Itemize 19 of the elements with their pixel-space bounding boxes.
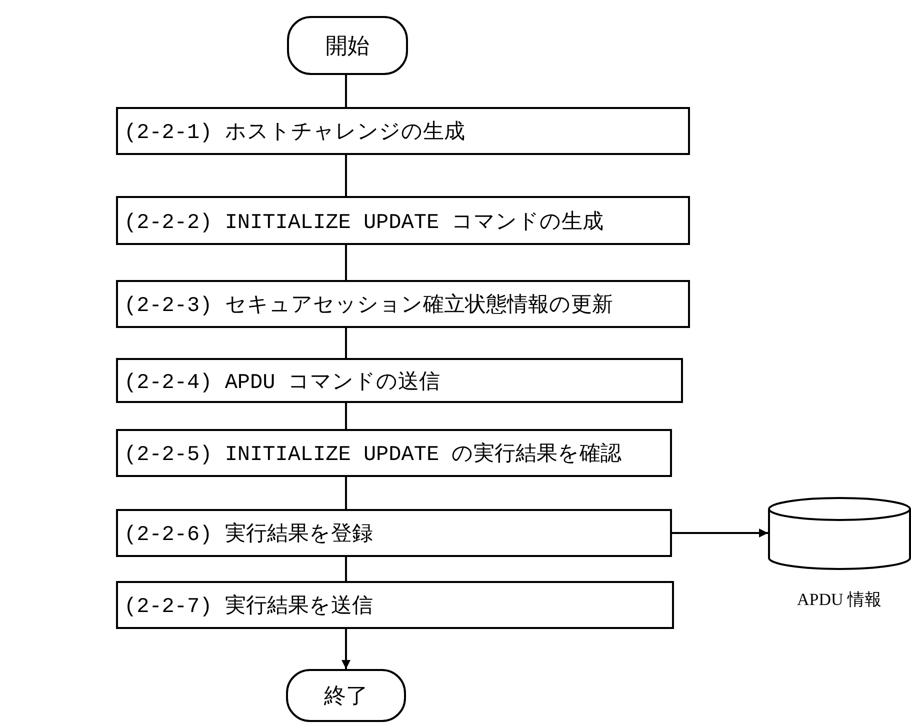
- connector-line: [345, 155, 347, 196]
- arrow: [672, 528, 768, 538]
- arrow: [342, 629, 350, 669]
- connector-line: [345, 477, 347, 509]
- connector-line: [345, 245, 347, 280]
- process-box: (2-2-5) INITIALIZE UPDATE の実行結果を確認: [116, 429, 672, 477]
- terminal-box: 終了: [286, 669, 406, 722]
- process-box: (2-2-4) APDU コマンドの送信: [116, 358, 683, 403]
- connector-line: [345, 328, 347, 358]
- process-box: (2-2-7) 実行結果を送信: [116, 581, 674, 629]
- connector-line: [345, 557, 347, 581]
- connector-line: [345, 75, 347, 107]
- terminal-box: 開始: [287, 16, 408, 75]
- database-label: APDU 情報: [797, 589, 882, 611]
- process-box: (2-2-1) ホストチャレンジの生成: [116, 107, 690, 155]
- process-box: (2-2-6) 実行結果を登録: [116, 509, 672, 557]
- process-box: (2-2-3) セキュアセッション確立状態情報の更新: [116, 280, 690, 328]
- connector-line: [345, 403, 347, 429]
- process-box: (2-2-2) INITIALIZE UPDATE コマンドの生成: [116, 196, 690, 245]
